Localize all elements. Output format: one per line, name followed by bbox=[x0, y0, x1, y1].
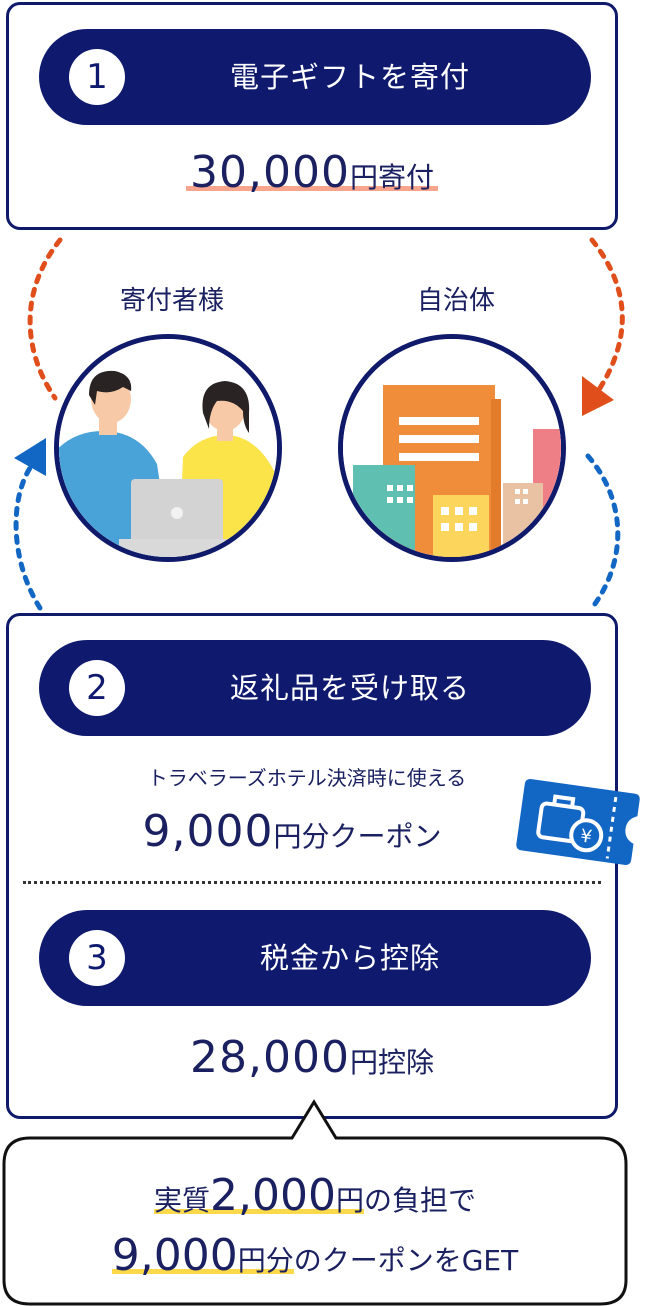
laptop-icon bbox=[119, 479, 249, 557]
step2-amount: 9,000 bbox=[142, 806, 274, 857]
step1-amount-suffix: 円寄付 bbox=[349, 161, 434, 194]
summary-line2-amount: 9,000 bbox=[111, 1230, 238, 1281]
step2-title: 返礼品を受け取る bbox=[229, 671, 470, 705]
summary-line1-prefix: 実質 bbox=[153, 1184, 210, 1217]
step1-amount-highlight: 30,000円寄付 bbox=[186, 147, 438, 198]
summary-line2-highlight: 9,000円分 bbox=[111, 1230, 294, 1281]
municipality-illustration bbox=[338, 334, 566, 562]
step2-amount-suffix: 円分クーポン bbox=[273, 820, 442, 853]
summary-line2-suffix: のクーポンをGET bbox=[293, 1244, 519, 1277]
summary-line1-amount: 2,000 bbox=[210, 1170, 336, 1221]
step1-card: 1 電子ギフトを寄付 30,000円寄付 bbox=[6, 2, 618, 230]
donor-label: 寄付者様 bbox=[119, 286, 224, 316]
step1-amount-row: 30,000円寄付 bbox=[9, 147, 615, 198]
step3-amount-suffix: 円控除 bbox=[349, 1046, 434, 1079]
step1-number: 1 bbox=[69, 49, 125, 105]
step3-title: 税金から控除 bbox=[259, 941, 440, 975]
step3-header: 3 税金から控除 bbox=[39, 910, 591, 1006]
summary-line1-unit: 円 bbox=[335, 1184, 364, 1217]
step1-header: 1 電子ギフトを寄付 bbox=[39, 29, 591, 125]
coupon-ticket-icon: ¥ bbox=[516, 779, 640, 865]
summary-line1: 実質2,000円の負担で bbox=[4, 1170, 626, 1221]
step3-number: 3 bbox=[69, 930, 125, 986]
step1-title: 電子ギフトを寄付 bbox=[229, 60, 470, 94]
summary-line2-unit: 円分 bbox=[237, 1244, 294, 1277]
step3-amount-row: 28,000円控除 bbox=[9, 1032, 615, 1083]
step2-3-card: 2 返礼品を受け取る トラベラーズホテル決済時に使える 9,000円分クーポン … bbox=[6, 613, 618, 1119]
dotted-divider bbox=[23, 881, 601, 884]
summary-bubble: 実質2,000円の負担で 9,000円分のクーポンをGET bbox=[4, 1136, 626, 1302]
summary-line1-suffix: の負担で bbox=[363, 1184, 476, 1217]
step2-caption: トラベラーズホテル決済時に使える bbox=[147, 766, 467, 790]
red-dotted-arc-left bbox=[27, 237, 63, 401]
step2-header: 2 返礼品を受け取る bbox=[39, 640, 591, 736]
municipality-label: 自治体 bbox=[416, 286, 495, 316]
summary-line1-highlight: 実質2,000円 bbox=[153, 1170, 364, 1221]
yen-symbol: ¥ bbox=[579, 826, 593, 848]
blue-dotted-arc-right bbox=[585, 453, 621, 611]
blue-dotted-arc-left bbox=[13, 465, 43, 611]
donor-illustration bbox=[54, 334, 282, 562]
step3-amount: 28,000 bbox=[190, 1032, 350, 1083]
step2-number: 2 bbox=[69, 660, 125, 716]
red-dotted-arc-right bbox=[589, 237, 625, 391]
step2-amount-row: 9,000円分クーポン bbox=[9, 806, 615, 857]
buildings-icon bbox=[353, 385, 561, 557]
blue-arrowhead bbox=[14, 438, 46, 476]
red-arrowhead bbox=[582, 376, 614, 416]
step1-amount: 30,000 bbox=[190, 147, 350, 198]
summary-line2: 9,000円分のクーポンをGET bbox=[4, 1230, 626, 1281]
